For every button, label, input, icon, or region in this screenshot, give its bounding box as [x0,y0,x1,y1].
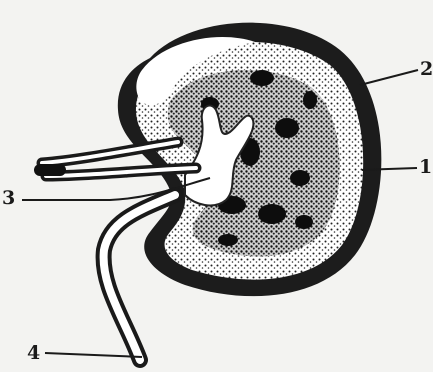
label-3: 3 [2,189,15,208]
label-2: 2 [420,60,433,79]
label-1: 1 [419,158,432,177]
leader-line-4 [45,353,142,357]
label-4: 4 [27,344,40,363]
leader-line-2 [360,70,418,85]
